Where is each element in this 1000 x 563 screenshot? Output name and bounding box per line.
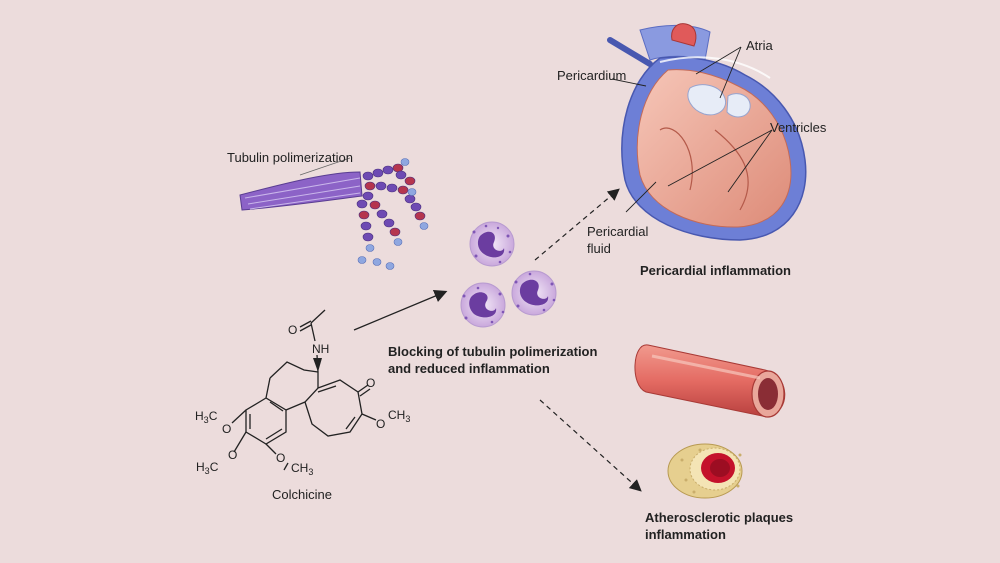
ventricles-label: Ventricles xyxy=(770,120,827,135)
svg-text:O: O xyxy=(222,422,231,436)
svg-text:NH: NH xyxy=(312,342,329,356)
svg-text:O: O xyxy=(276,451,285,465)
svg-text:CH3: CH3 xyxy=(291,461,313,477)
neutrophil-cells xyxy=(460,221,557,328)
colchicine-structure xyxy=(231,309,377,471)
tubulin-label: Tubulin polimerization xyxy=(227,150,353,165)
blocking-label-line1: Blocking of tubulin polimerization xyxy=(388,344,597,359)
pericardial-inflammation-label: Pericardial inflammation xyxy=(640,263,791,278)
arrow-to-plaques xyxy=(539,399,642,492)
heart-leader-lines xyxy=(611,46,773,213)
svg-text:H3C: H3C xyxy=(195,409,218,425)
svg-text:O: O xyxy=(376,417,385,431)
svg-text:CH3: CH3 xyxy=(388,408,410,424)
colchicine-atom-labels: O NH O H3C O O H3C O CH3 O CH3 xyxy=(195,323,410,477)
plaques-label-line1: Atherosclerotic plaques xyxy=(645,510,793,525)
arrow-to-pericardium xyxy=(534,188,620,261)
arrow-colchicine-to-cells xyxy=(353,290,448,331)
blocking-label-line2: and reduced inflammation xyxy=(388,361,550,376)
plaque-illustration xyxy=(667,443,743,499)
svg-text:O: O xyxy=(228,448,237,462)
neutrophil-cell xyxy=(469,221,515,267)
artery-illustration xyxy=(634,344,786,418)
svg-text:O: O xyxy=(288,323,297,337)
svg-text:O: O xyxy=(366,376,375,390)
neutrophil-cell xyxy=(511,270,557,316)
heart-illustration xyxy=(607,23,807,241)
tubulin-illustration xyxy=(239,157,429,270)
plaques-label-line2: inflammation xyxy=(645,527,726,542)
pericardial-fluid-label-line2: fluid xyxy=(587,241,611,256)
atria-label: Atria xyxy=(746,38,774,53)
colchicine-label: Colchicine xyxy=(272,487,332,502)
pericardium-label: Pericardium xyxy=(557,68,626,83)
svg-text:H3C: H3C xyxy=(196,460,219,476)
pericardial-fluid-label-line1: Pericardial xyxy=(587,224,649,239)
neutrophil-cell xyxy=(460,282,506,328)
